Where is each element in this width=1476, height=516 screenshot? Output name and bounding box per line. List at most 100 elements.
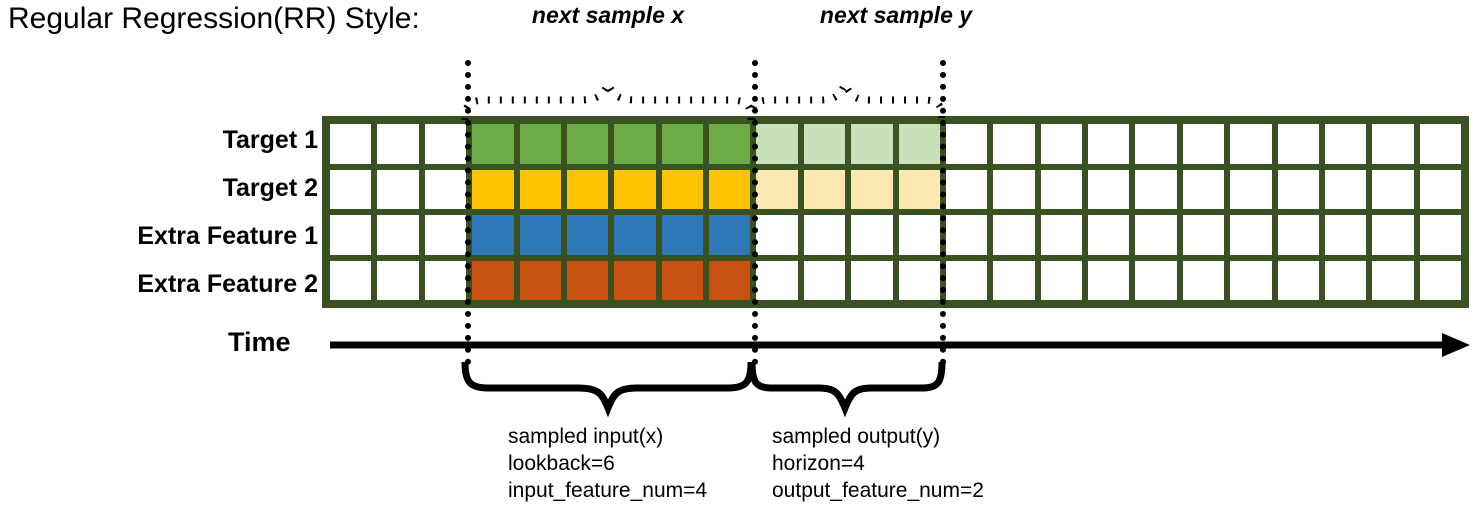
- matrix-cell: [611, 257, 659, 303]
- caption-sampled-output: sampled output(y) horizon=4 output_featu…: [772, 423, 984, 504]
- matrix-cell: [327, 257, 375, 303]
- matrix-cell: [516, 166, 564, 212]
- matrix-cell: [516, 121, 564, 167]
- time-axis-arrow: [330, 333, 1470, 357]
- brace-sampled-input: [461, 362, 755, 418]
- matrix-cell: [800, 121, 849, 167]
- matrix-cell: [1132, 166, 1180, 212]
- matrix-cell: [848, 212, 896, 258]
- matrix-cell: [1369, 212, 1417, 258]
- matrix-cell: [563, 121, 612, 167]
- matrix-cell: [516, 212, 564, 258]
- matrix-cell: [563, 212, 612, 258]
- matrix-cell: [563, 257, 612, 303]
- matrix-cell: [421, 257, 470, 303]
- matrix-cell: [469, 212, 517, 258]
- matrix-cell: [753, 121, 801, 167]
- matrix-cell: [1369, 121, 1417, 167]
- brace-next-sample-y: [748, 76, 946, 120]
- matrix-cell: [706, 257, 754, 303]
- matrix-cell: [1274, 121, 1322, 167]
- matrix-cell: [1037, 121, 1085, 167]
- caption-sampled-input: sampled input(x) lookback=6 input_featur…: [508, 423, 707, 504]
- matrix-cell: [374, 257, 422, 303]
- matrix-cell: [469, 121, 517, 167]
- matrix-cell: [611, 166, 659, 212]
- matrix-cell: [848, 166, 896, 212]
- matrix-cell: [1416, 121, 1464, 167]
- matrix-cell: [1227, 212, 1275, 258]
- matrix-cell: [469, 257, 517, 303]
- matrix-cell: [1085, 212, 1133, 258]
- matrix-cell: [1321, 121, 1370, 167]
- matrix-cell: [1227, 257, 1275, 303]
- guide-line-output-end: [940, 60, 946, 365]
- brace-next-sample-x: [461, 76, 755, 120]
- matrix-cell: [611, 121, 659, 167]
- matrix-cell: [1179, 212, 1228, 258]
- matrix-cell: [753, 166, 801, 212]
- time-axis-label: Time: [228, 327, 291, 357]
- matrix-cell: [469, 166, 517, 212]
- matrix-cell: [1321, 212, 1370, 258]
- matrix-cell: [706, 166, 754, 212]
- matrix-cell: [942, 121, 991, 167]
- caption-output-title: sampled output(y): [772, 425, 941, 448]
- matrix-cell: [942, 212, 991, 258]
- matrix-cell: [1227, 121, 1275, 167]
- matrix-cell: [1132, 121, 1180, 167]
- row-label-extra-feature-2: Extra Feature 2: [137, 270, 318, 298]
- matrix-cell: [1274, 212, 1322, 258]
- matrix-cell: [990, 212, 1038, 258]
- matrix-cell: [516, 257, 564, 303]
- matrix-cell: [990, 121, 1038, 167]
- matrix-cell: [1179, 121, 1228, 167]
- matrix-cell: [1416, 166, 1464, 212]
- timeseries-matrix: [322, 116, 1469, 308]
- matrix-cell: [658, 121, 706, 167]
- matrix-cell: [658, 212, 706, 258]
- matrix-cell: [421, 212, 470, 258]
- matrix-cell: [895, 166, 943, 212]
- matrix-cell: [1369, 257, 1417, 303]
- caption-output-feature-num: output_feature_num=2: [772, 479, 984, 502]
- matrix-cell: [1416, 257, 1464, 303]
- matrix-cell: [800, 212, 849, 258]
- matrix-cell: [1085, 257, 1133, 303]
- matrix-cell: [990, 257, 1038, 303]
- row-label-extra-feature-1: Extra Feature 1: [137, 222, 318, 250]
- caption-input-feature-num: input_feature_num=4: [508, 479, 708, 502]
- matrix-cell: [1132, 212, 1180, 258]
- matrix-cell: [848, 257, 896, 303]
- matrix-cell: [942, 257, 991, 303]
- matrix-cell: [895, 121, 943, 167]
- matrix-cell: [1085, 121, 1133, 167]
- matrix-cell: [753, 257, 801, 303]
- guide-line-input-start: [465, 60, 471, 365]
- matrix-cell: [421, 121, 470, 167]
- matrix-cell: [563, 166, 612, 212]
- matrix-cell: [706, 121, 754, 167]
- matrix-cell: [374, 166, 422, 212]
- matrix-cell: [374, 212, 422, 258]
- matrix-cell: [421, 166, 470, 212]
- matrix-cell: [1416, 212, 1464, 258]
- matrix-cell: [895, 257, 943, 303]
- matrix-cell: [706, 212, 754, 258]
- matrix-cell: [1132, 257, 1180, 303]
- caption-input-lookback: lookback=6: [508, 452, 615, 475]
- brace-sampled-output: [748, 362, 946, 418]
- matrix-cell: [942, 166, 991, 212]
- matrix-cell: [1179, 257, 1228, 303]
- matrix-cell: [1227, 166, 1275, 212]
- matrix-cell: [753, 212, 801, 258]
- matrix-cell: [1321, 257, 1370, 303]
- matrix-cell: [327, 212, 375, 258]
- matrix-cell: [1274, 257, 1322, 303]
- matrix-cell: [1085, 166, 1133, 212]
- guide-line-input-output-split: [752, 60, 758, 365]
- matrix-cell: [1037, 166, 1085, 212]
- row-label-target-2: Target 2: [222, 174, 318, 202]
- row-label-target-1: Target 1: [222, 126, 318, 154]
